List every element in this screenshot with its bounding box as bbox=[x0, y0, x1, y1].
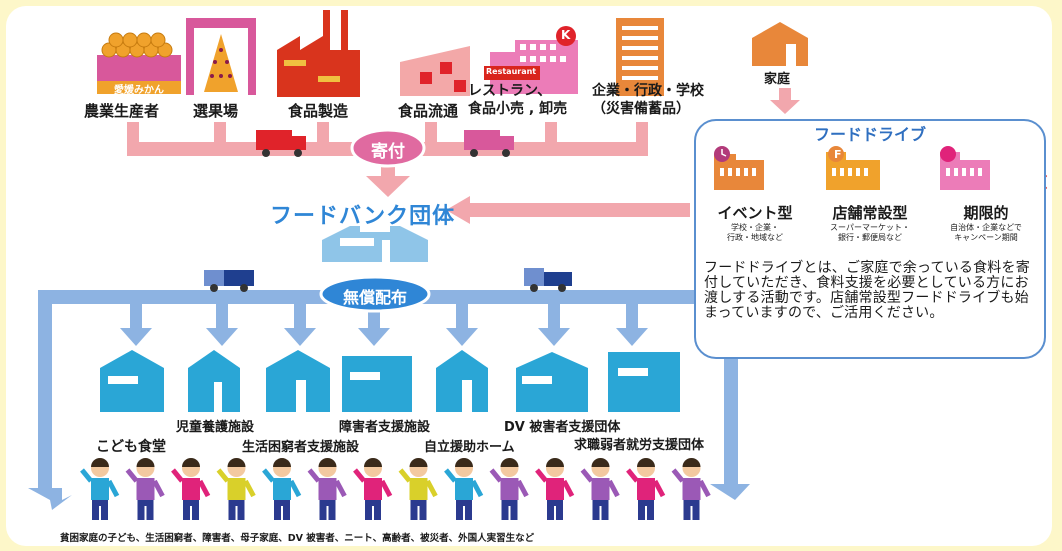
food-distribution-icon bbox=[400, 46, 470, 96]
facility-label-independence: 自立援助ホーム bbox=[424, 440, 515, 455]
restaurant-sign-label: Restaurant bbox=[486, 67, 537, 76]
facility-icon bbox=[100, 350, 164, 412]
food-drive-sub-limited: 自治体・企業などで キャンペーン期間 bbox=[950, 223, 1022, 242]
person-icon bbox=[489, 458, 529, 520]
person-icon bbox=[171, 458, 211, 520]
facility-label-disability: 障害者支援施設 bbox=[339, 420, 431, 435]
facility-icon bbox=[266, 350, 330, 412]
donor-label-office: 企業・行政・学校 （災害備蓄品） bbox=[592, 83, 704, 117]
limited-type-icon bbox=[940, 146, 990, 190]
truck-icon bbox=[204, 270, 254, 292]
facility-icon bbox=[436, 350, 488, 412]
food-drive-sub-event: 学校・企業・ 行政・地域など bbox=[727, 223, 783, 242]
event-type-icon bbox=[714, 146, 764, 190]
foodbank-building-icon bbox=[322, 226, 428, 262]
person-icon bbox=[125, 458, 165, 520]
food-drive-icons bbox=[714, 146, 990, 190]
food-drive-type-store: 店舗常設型 bbox=[832, 204, 908, 222]
donor-label-restaurant: レストラン、 食品小売 , 卸売 bbox=[468, 83, 568, 117]
farmer-sign-label: 愛媛みかん bbox=[114, 85, 164, 96]
person-icon bbox=[444, 458, 484, 520]
donor-label-distribution: 食品流通 bbox=[398, 102, 459, 120]
facility-icon bbox=[342, 356, 412, 412]
office-building-icon bbox=[616, 18, 664, 96]
truck-icon bbox=[464, 130, 514, 157]
muryou-label: 無償配布 bbox=[342, 288, 407, 307]
person-icon bbox=[626, 458, 666, 520]
recipients-caption: 貧困家庭の子ども、生活困窮者、障害者、母子家庭、DV 被害者、ニート、高齢者、被… bbox=[60, 533, 535, 544]
store-type-badge-letter: F bbox=[834, 148, 842, 161]
food-drive-sub-store: スーパーマーケット・ 銀行・郵便局など bbox=[830, 223, 910, 242]
food-drive-type-event: イベント型 bbox=[717, 204, 793, 222]
farmer-icon bbox=[97, 32, 181, 94]
kifu-label: 寄付 bbox=[371, 142, 405, 162]
store-type-icon bbox=[826, 146, 880, 190]
restaurant-icon bbox=[484, 26, 578, 94]
person-icon bbox=[353, 458, 393, 520]
truck-icon bbox=[256, 130, 306, 157]
food-factory-icon bbox=[277, 10, 360, 97]
kifu-badge bbox=[350, 128, 426, 168]
person-icon bbox=[216, 458, 256, 520]
facility-label-child-welfare: 児童養護施設 bbox=[176, 420, 255, 435]
food-drive-description: フードドライブとは、ご家庭で余っている食料を寄付していただき、食料支援を必要とし… bbox=[704, 260, 1030, 321]
person-icon bbox=[580, 458, 620, 520]
person-icon bbox=[307, 458, 347, 520]
donor-label-sorting: 選果場 bbox=[193, 102, 239, 120]
food-drive-title: フードドライブ bbox=[813, 125, 926, 144]
foodbank-title: フードバンク団体 bbox=[270, 204, 456, 229]
donor-label-farmer: 農業生産者 bbox=[84, 102, 160, 120]
person-icon bbox=[262, 458, 302, 520]
person-icon bbox=[80, 458, 120, 520]
facility-icon bbox=[516, 352, 588, 412]
muryou-badge bbox=[319, 275, 431, 313]
donor-label-family: 家庭 bbox=[764, 72, 791, 87]
restaurant-badge-letter: K bbox=[561, 28, 571, 42]
facility-label-kodomo: こども食堂 bbox=[96, 439, 166, 455]
facility-label-dv: DV 被害者支援団体 bbox=[504, 420, 621, 435]
person-icon bbox=[398, 458, 438, 520]
facility-label-employment: 求職弱者就労支援団体 bbox=[574, 438, 705, 453]
donor-label-factory: 食品製造 bbox=[288, 102, 349, 120]
food-drive-box bbox=[694, 119, 1046, 359]
person-icon bbox=[535, 458, 575, 520]
truck-icon bbox=[524, 268, 572, 292]
facility-icon bbox=[188, 350, 240, 412]
person-icon bbox=[671, 458, 711, 520]
facility-label-poverty: 生活困窮者支援施設 bbox=[242, 440, 360, 455]
people-row bbox=[80, 458, 711, 520]
food-drive-type-limited: 期限的 bbox=[963, 204, 1009, 222]
sorting-facility-icon bbox=[186, 18, 256, 95]
house-icon bbox=[752, 22, 808, 66]
facility-icon bbox=[608, 352, 680, 412]
